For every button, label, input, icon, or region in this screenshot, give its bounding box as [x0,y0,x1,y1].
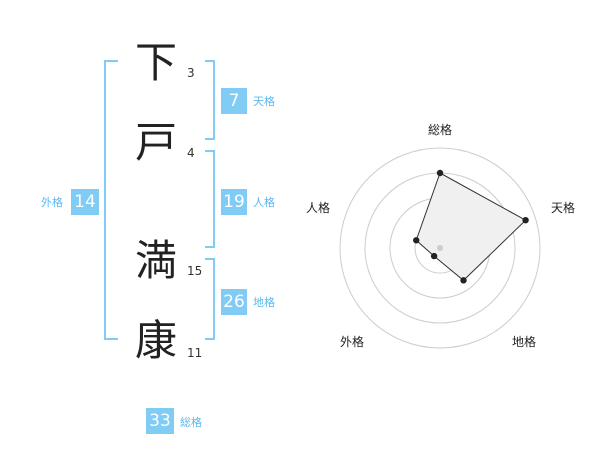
tenkaku-badge: 7 [221,88,247,114]
stroke-count-4: 11 [187,346,203,360]
name-char-3: 満 [134,236,177,285]
soukaku-label: 総格 [180,416,202,429]
chikaku-badge: 26 [221,289,247,315]
radar-point-0 [436,169,444,177]
stroke-count-2: 4 [187,146,195,160]
radar-axis-label-soukaku: 総格 [428,122,452,137]
chikaku-label: 地格 [253,296,275,309]
name-char-4: 康 [134,316,177,365]
radar-center-dot [437,245,443,251]
stroke-count-3: 15 [187,264,203,278]
jinkaku-bracket [205,150,215,248]
radar-point-1 [522,216,529,224]
chikaku-bracket [205,258,215,340]
radar-axis-label-jinkaku: 人格 [306,200,330,215]
stroke-count-1: 3 [187,66,195,80]
radar-point-4 [413,237,420,244]
radar-ring [339,147,541,349]
soukaku-badge: 33 [146,408,174,434]
gaikaku-bracket [104,60,118,340]
radar-point-3 [430,252,438,260]
radar-polygon [415,172,527,282]
tenkaku-bracket [205,60,215,140]
tenkaku-label: 天格 [253,95,275,108]
radar-axis-label-chikaku: 地格 [512,334,536,349]
gaikaku-badge: 14 [71,189,99,215]
radar-axis-label-tenkaku: 天格 [551,200,575,215]
jinkaku-badge: 19 [221,189,247,215]
gaikaku-label: 外格 [41,196,63,209]
radar-points [413,169,529,284]
radar-point-2 [460,277,467,284]
name-char-1: 下 [134,38,177,87]
name-char-2: 戸 [134,118,177,167]
radar-axis-label-gaikaku: 外格 [340,334,364,349]
jinkaku-label: 人格 [253,196,275,209]
